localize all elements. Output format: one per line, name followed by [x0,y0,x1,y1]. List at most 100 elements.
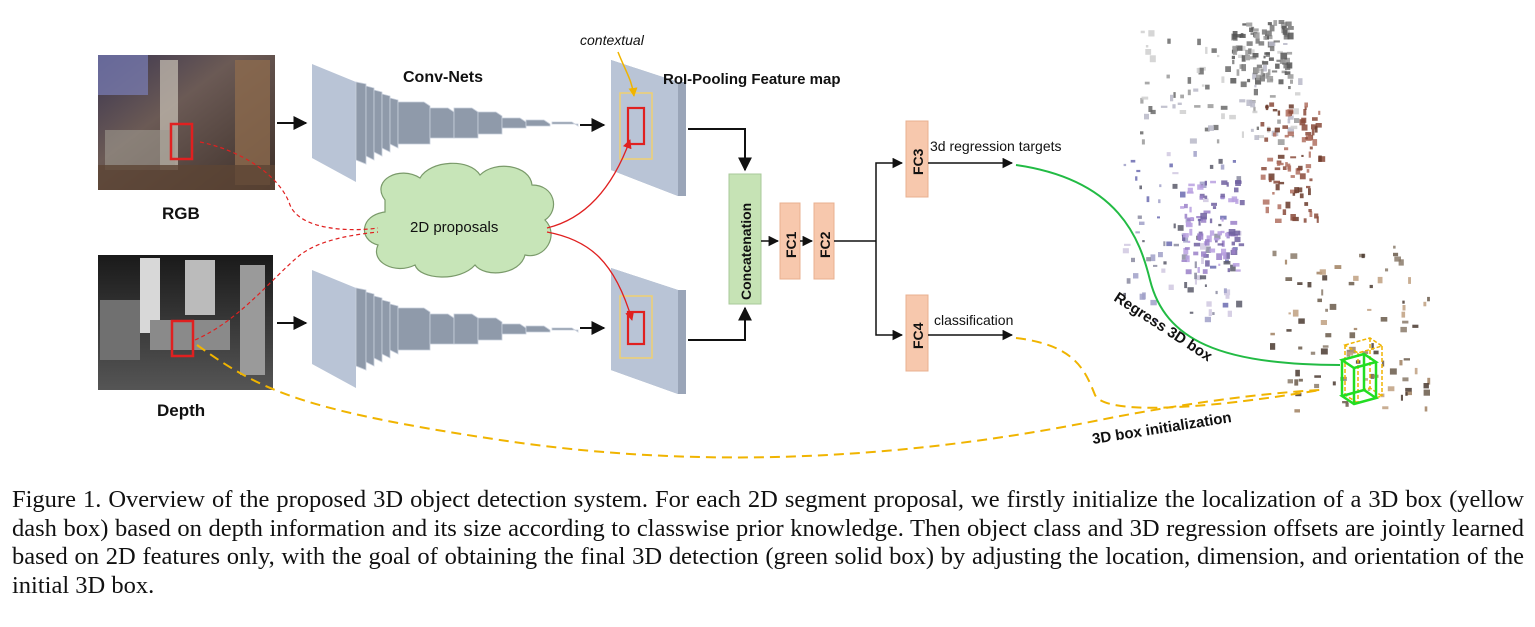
point-cloud-patch [1255,38,1260,44]
point-cloud-patch [1193,151,1197,157]
point-cloud-patch [1181,254,1188,260]
point-cloud-patch [1297,187,1303,193]
point-cloud-patch [1304,102,1308,108]
point-cloud-patch [1318,155,1322,162]
point-cloud-patch [1288,312,1291,315]
point-cloud-patch [1197,184,1204,190]
point-cloud-patch [1144,81,1150,85]
final-3d-box-green [1339,352,1379,406]
point-cloud-patch [1193,242,1201,247]
point-cloud-patch [1180,191,1186,198]
point-cloud-patch [1284,57,1290,64]
fc1-label: FC1 [783,231,799,258]
point-cloud-patch [1241,131,1244,138]
point-cloud-patch [1221,113,1225,120]
point-cloud-patch [1202,269,1208,274]
point-cloud-patch [1405,392,1408,396]
point-cloud-patch [1218,223,1222,227]
point-cloud-patch [1182,235,1186,241]
conv-layer [397,307,431,351]
fc2-label: FC2 [817,231,833,258]
fc2-to-fc4-arrow [875,241,904,341]
point-cloud-patch [1163,241,1166,247]
point-cloud-patch [1257,66,1264,71]
point-cloud-patch [1306,169,1310,173]
point-cloud-patch [1235,45,1243,51]
point-cloud-patch [1342,401,1349,404]
point-cloud-patch [1288,104,1294,109]
point-cloud-patch [1272,250,1277,257]
point-cloud-patch [1250,100,1256,108]
point-cloud-patch [1254,84,1257,88]
point-cloud-patch [1322,345,1329,348]
point-cloud-patch [1304,106,1307,110]
point-cloud-patch [1204,127,1210,132]
conv-layer [373,89,383,157]
point-cloud-patch [1229,114,1236,120]
point-cloud-patch [1260,174,1266,180]
point-cloud-patch [1401,311,1406,318]
point-cloud-patch [1284,28,1289,31]
point-cloud-patch [1144,113,1149,120]
point-cloud-patch [1265,30,1272,37]
point-cloud-patch [1305,164,1312,169]
point-cloud-patch [1287,115,1294,120]
point-cloud-patch [1142,292,1146,300]
point-cloud-patch [1239,99,1246,103]
conv-layer [525,119,551,127]
conv-layer [381,299,391,359]
point-cloud-patch [1287,379,1293,384]
point-cloud-patch [1280,22,1288,29]
point-cloud-patch [1307,282,1312,288]
point-cloud-patch [1217,54,1220,58]
point-cloud-patch [1197,233,1204,240]
point-cloud-patch [1208,309,1212,316]
point-cloud-patch [1184,203,1188,209]
point-cloud-patch [1230,220,1238,225]
point-cloud-patch [1273,180,1280,184]
point-cloud-patch [1403,358,1410,361]
point-cloud-patch [1224,252,1230,259]
point-cloud-patch [1299,173,1306,180]
point-cloud-patch [1159,184,1162,188]
fc4-label: FC4 [910,322,926,349]
conv-layer [373,295,383,363]
cloud-to-fmap-bottom-arrow [546,231,635,321]
point-cloud-patch [1381,360,1385,367]
point-cloud-patch [1246,41,1253,46]
point-cloud-patch [1196,216,1202,219]
concatenation-box [728,173,762,305]
point-cloud-patch [1332,381,1336,386]
point-cloud-patch [1169,163,1173,168]
point-cloud-patch [1266,72,1270,77]
point-cloud-patch [1232,263,1240,267]
point-cloud-patch [1299,193,1304,199]
point-cloud-patch [1198,218,1201,226]
point-cloud-patch [1136,169,1141,173]
point-cloud-patch [1292,192,1296,196]
point-cloud-patch [1288,110,1294,114]
point-cloud-patch [1277,110,1281,116]
point-cloud-patch [1250,128,1254,132]
point-cloud-patch [1275,184,1280,191]
point-cloud-patch [1210,265,1217,269]
depth-image [98,255,273,390]
contextual-arrow [617,51,638,97]
point-cloud-patch [1427,377,1431,385]
point-cloud-patch [1194,278,1197,285]
point-cloud-patch [1190,217,1194,221]
point-cloud-patch [1298,378,1303,382]
point-cloud-patch [1215,238,1218,243]
point-cloud-scene [1122,20,1431,413]
figure-caption: Figure 1. Overview of the proposed 3D ob… [12,486,1524,599]
point-cloud-patch [1212,206,1217,209]
point-cloud-patch [1305,137,1308,140]
point-cloud-patch [1310,351,1316,355]
point-cloud-patch [1286,62,1293,69]
point-cloud-patch [1221,76,1225,83]
conv-layer [429,107,455,139]
point-cloud-patch [1280,52,1288,60]
point-cloud-patch [1157,216,1160,219]
point-cloud-patch [1168,284,1174,290]
point-cloud-patch [1184,213,1188,219]
